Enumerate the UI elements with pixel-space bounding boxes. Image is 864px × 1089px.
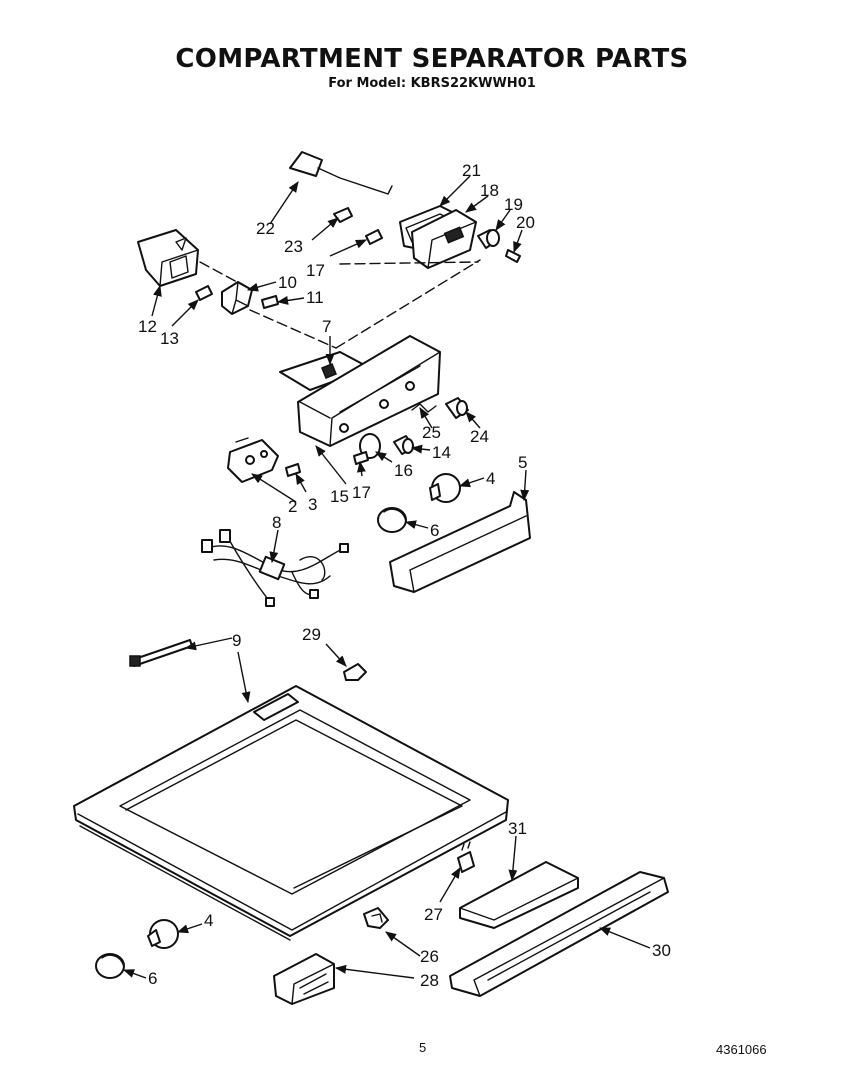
part-6-lens-lower [95, 953, 125, 979]
callout-3: 3 [308, 495, 317, 514]
part-6-lens-upper [377, 507, 407, 533]
callout-labels: 22 21 18 19 20 23 17 10 11 12 13 7 25 24… [138, 161, 671, 990]
callout-29: 29 [302, 625, 321, 644]
part-12-bracket [137, 229, 199, 287]
callout-8: 8 [272, 513, 281, 532]
callout-6-lower: 6 [148, 969, 157, 988]
callout-12: 12 [138, 317, 157, 336]
model-subtitle: For Model: KBRS22KWWH01 [328, 76, 536, 91]
callout-22: 22 [256, 219, 275, 238]
callout-28: 28 [420, 971, 439, 990]
callout-14: 14 [432, 443, 451, 462]
part-4-light-bulb-lower [147, 919, 179, 949]
part-28-heater-bracket [273, 953, 335, 1005]
part-2-thermostat [227, 437, 279, 483]
part-11-screw [261, 295, 279, 309]
callout-23: 23 [284, 237, 303, 256]
callout-25: 25 [422, 423, 441, 442]
leader-lines [122, 175, 651, 979]
part-9-cable-tie [129, 639, 193, 667]
part-14-lamp-socket [393, 435, 415, 455]
callout-4-upper: 4 [486, 469, 495, 488]
part-13-screw [195, 285, 213, 301]
part-10-switch [221, 281, 253, 315]
callout-26: 26 [420, 947, 439, 966]
part-20-screw [505, 249, 521, 263]
callout-10: 10 [278, 273, 297, 292]
document-number: 4361066 [716, 1042, 767, 1057]
part-17-screw-middle [353, 451, 369, 465]
callout-4-lower: 4 [204, 911, 213, 930]
callout-16: 16 [394, 461, 413, 480]
part-24-lamp-socket [445, 397, 469, 419]
part-31-cover-plate [459, 861, 579, 929]
callout-15: 15 [330, 487, 349, 506]
callout-18: 18 [480, 181, 499, 200]
callout-6-upper: 6 [430, 521, 439, 540]
part-27-wire-connector [457, 841, 475, 873]
page-title: COMPARTMENT SEPARATOR PARTS [175, 44, 689, 74]
callout-7: 7 [322, 317, 331, 336]
callout-30: 30 [652, 941, 671, 960]
alignment-lines [199, 259, 481, 349]
callout-24: 24 [470, 427, 489, 446]
callout-20: 20 [516, 213, 535, 232]
callout-5: 5 [518, 453, 527, 472]
callout-17-middle: 17 [352, 483, 371, 502]
part-8-wire-harness [201, 529, 349, 607]
part-15-light-housing [297, 335, 441, 447]
callout-31: 31 [508, 819, 527, 838]
callout-13: 13 [160, 329, 179, 348]
part-4-light-bulb-upper [429, 473, 461, 503]
part-3-screw [285, 463, 301, 477]
page-number: 5 [419, 1040, 427, 1055]
part-5-trim-handle [389, 491, 531, 593]
callout-2: 2 [288, 497, 297, 516]
part-17-screw-top [365, 229, 383, 245]
part-18-control-housing [411, 209, 477, 269]
callout-9: 9 [232, 631, 241, 650]
callout-21: 21 [462, 161, 481, 180]
part-30-trim-strip [449, 871, 669, 997]
callout-19: 19 [504, 195, 523, 214]
part-29-fastener [343, 663, 367, 681]
callout-11: 11 [306, 288, 324, 307]
part-26-connector [363, 907, 389, 929]
part-19-knob [477, 229, 500, 249]
callout-27: 27 [424, 905, 443, 924]
callout-17-top: 17 [306, 261, 325, 280]
part-1-separator-panel [73, 685, 509, 941]
part-22-thermostat-sensor [289, 151, 393, 195]
